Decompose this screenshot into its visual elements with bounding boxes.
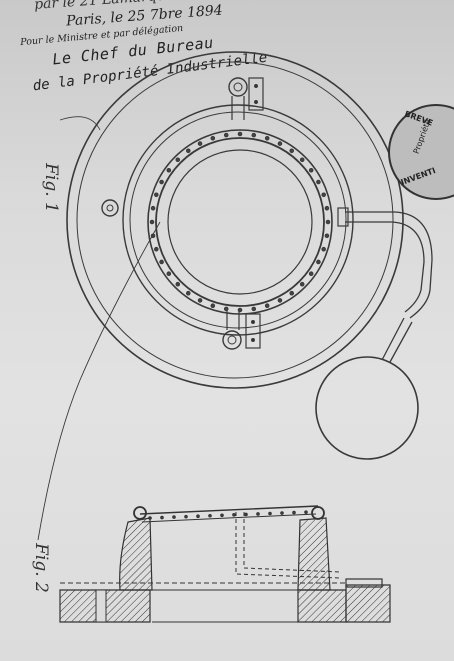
burner-hole (277, 298, 283, 303)
burner-hole (299, 157, 305, 163)
burner-hole (154, 246, 159, 252)
burner-hole (237, 131, 243, 137)
burner-hole (210, 136, 216, 141)
burner-hole (154, 192, 159, 198)
burner-hole (316, 259, 321, 265)
burner-hole (175, 157, 181, 163)
section-hole (256, 512, 260, 516)
fig1-plan-view (37, 51, 433, 541)
figure-2-label: Fig. 2 (30, 543, 51, 593)
burner-hole (159, 179, 164, 185)
burner-hole (324, 233, 330, 239)
burner-hole (289, 290, 295, 296)
burner-hole (175, 281, 181, 287)
section-hole (292, 510, 296, 515)
section-hole (220, 513, 224, 518)
burner-hole (185, 290, 191, 296)
burner-hole (197, 298, 203, 303)
stamp-bottom-text: INVENTI (399, 166, 437, 187)
burner-hole (150, 205, 156, 211)
burner-hole (223, 132, 229, 138)
section-hole (172, 515, 176, 519)
burner-hole (223, 306, 229, 312)
burner-hole (277, 141, 283, 146)
burner-hole (324, 205, 330, 211)
burner-hole (210, 303, 216, 308)
section-hole (196, 514, 200, 519)
section-hole (304, 510, 308, 514)
burner-hole (321, 246, 326, 252)
burner-hole (159, 259, 164, 265)
section-hole (280, 511, 284, 515)
burner-hole (166, 167, 172, 173)
burner-hole (308, 167, 314, 173)
stamp-mid-text: Propriété (411, 117, 433, 156)
burner-hole (299, 281, 305, 287)
section-hole (208, 513, 212, 518)
section-hole (184, 514, 188, 519)
figure-1-label: Fig. 1 (40, 163, 61, 213)
section-hole (244, 512, 248, 517)
burner-hole (325, 219, 331, 225)
burner-hole (264, 136, 270, 141)
section-holes (148, 510, 308, 520)
fig2-section-view (59, 505, 391, 623)
section-hole (160, 515, 164, 520)
burner-hole (316, 179, 321, 185)
burner-hole (264, 303, 270, 308)
gas-pipe (315, 207, 433, 460)
bottom-fitting (222, 310, 261, 350)
burner-hole (197, 141, 203, 146)
top-fitting (228, 77, 264, 120)
burner-hole (185, 148, 191, 154)
burner-hole (149, 219, 155, 225)
burner-hole (289, 148, 295, 154)
burner-hole (321, 192, 326, 198)
section-hole (268, 511, 272, 516)
burner-hole (308, 271, 314, 277)
burner-hole (251, 306, 257, 312)
section-hole (232, 513, 236, 517)
burner-hole (251, 132, 257, 138)
burner-holes-ring (149, 131, 331, 313)
burner-hole (166, 271, 172, 277)
